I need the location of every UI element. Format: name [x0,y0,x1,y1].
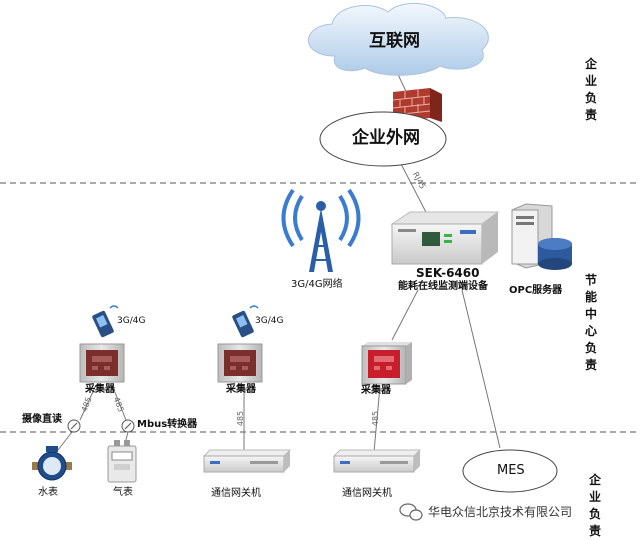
mbus-converter-label: Mbus转换器 [137,419,198,430]
sek-model-label: SEK-6460 [416,266,480,280]
gas-meter-label: 气表 [113,487,133,498]
enterprise-network-label: 企业外网 [352,128,420,148]
internet-label: 互联网 [369,31,420,51]
opc-server-icon [511,203,572,270]
zone-label-bottom: 企业负责 [588,473,601,538]
zone-label-mid: 节能中心负责 [584,273,597,372]
phone-left-label: 3G/4G [117,316,146,326]
link-camera-water [57,431,73,451]
gas-meter-icon [107,440,137,483]
link-485-d-label: 485 [371,410,381,427]
link-collector-left-camera [79,384,97,421]
camera-reader-icon [67,419,81,433]
mbus-converter-icon [121,419,135,433]
link-network-sek [397,157,431,221]
link-sek-collector-right [391,289,419,341]
collector-mid-label: 采集器 [226,384,256,395]
mes-ellipse [462,449,558,493]
collector-mid-device [217,343,263,383]
collector-right-device [361,342,412,385]
gateway-left-device [202,449,292,473]
camera-direct-label: 摄像直读 [22,414,62,425]
opc-server-label: OPC服务器 [509,285,563,296]
gateway-left-label: 通信网关机 [211,488,261,499]
link-485-c-label: 485 [236,410,246,427]
tower-icon [281,188,361,272]
water-meter-label: 水表 [38,487,58,498]
wechat-icon [399,503,423,521]
water-meter-icon [32,446,72,481]
link-collector-left-mbus [111,384,127,421]
network-3g4g-label: 3G/4G网络 [291,279,343,290]
link-collector-right-gateway [373,385,381,453]
gateway-right-label: 通信网关机 [342,488,392,499]
collector-left-device [79,343,125,383]
collector-left-label: 采集器 [85,384,115,395]
phone-icon-left [92,305,119,338]
zone-label-top: 企业负责 [584,57,597,122]
phone-icon-mid [232,305,259,338]
collector-right-label: 采集器 [361,385,391,396]
gateway-right-device [332,449,422,473]
sek-desc-label: 能耗在线监测端设备 [398,281,488,292]
enterprise-network-ellipse [319,111,447,167]
mes-label: MES [497,463,525,478]
watermark-text: 华电众信北京技术有限公司 [428,505,573,519]
sek-6460-device [390,211,500,265]
internet-cloud [307,2,489,76]
phone-mid-label: 3G/4G [255,316,284,326]
link-sek-mes [461,289,501,449]
